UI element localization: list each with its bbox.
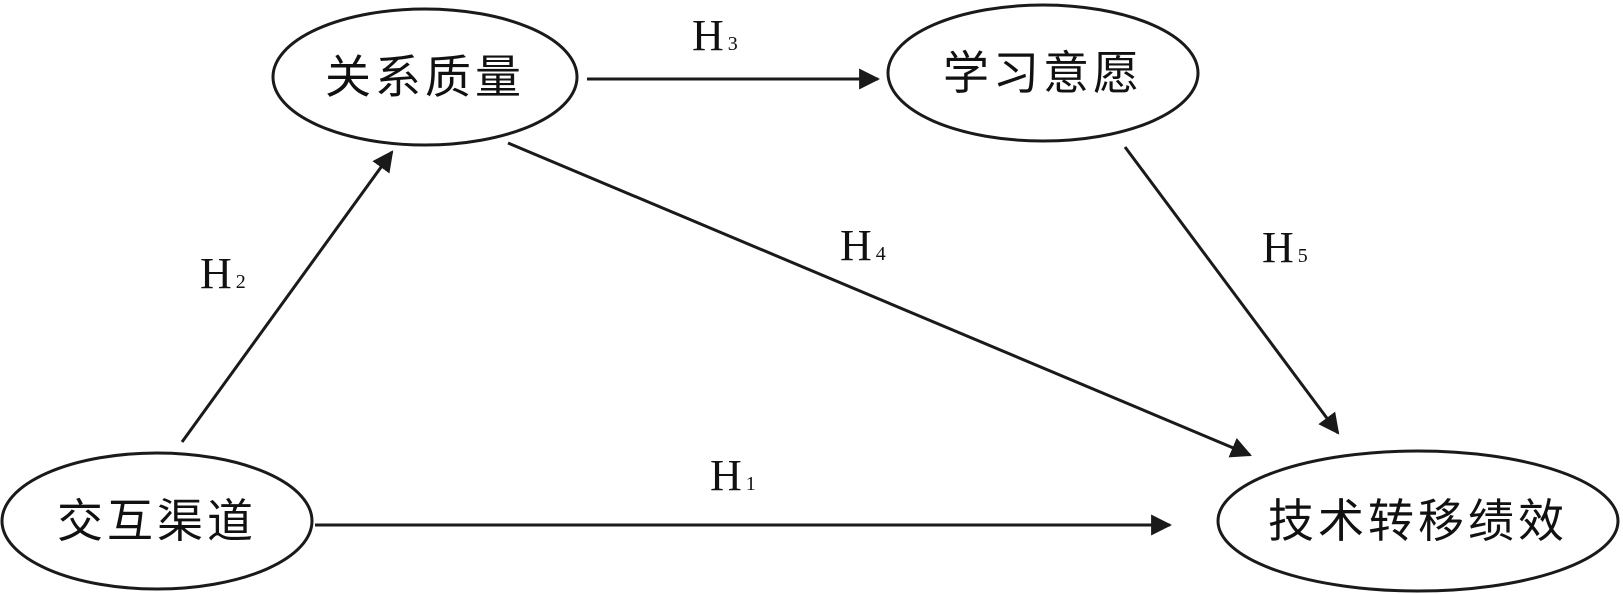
ellipse-interaction-channels [0,451,314,591]
arrow-h5 [1123,146,1340,435]
arrow-h4 [507,141,1252,458]
ellipse-relationship-quality [271,7,579,147]
arrow-h2 [180,150,394,443]
node-tech-transfer-performance: 技术转移绩效 [1216,449,1620,593]
ellipse-learning-willingness [886,3,1200,143]
node-interaction-channels: 交互渠道 [0,451,314,591]
node-relationship-quality: 关系质量 [271,7,579,147]
node-label-relationship-quality: 关系质量 [325,50,525,104]
node-label-interaction-channels: 交互渠道 [57,494,257,548]
node-learning-willingness: 学习意愿 [886,3,1200,143]
node-label-learning-willingness: 学习意愿 [943,46,1143,100]
ellipse-tech-transfer-performance [1216,449,1620,593]
node-label-tech-transfer-performance: 技术转移绩效 [1268,494,1568,548]
